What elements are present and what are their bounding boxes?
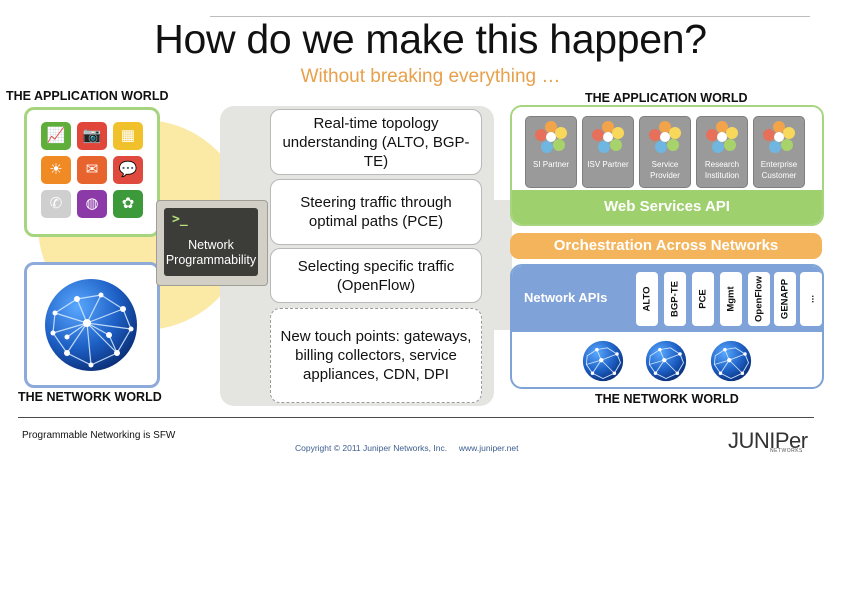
top-divider <box>210 16 810 17</box>
bottom-divider <box>18 417 814 418</box>
partner-si: SI Partner <box>525 116 577 188</box>
network-globe-box <box>24 262 160 388</box>
network-programmability-box: >_ Network Programmability <box>156 200 268 286</box>
card-touch-points: New touch points: gateways, billing coll… <box>270 308 482 403</box>
network-globe-icon <box>710 340 752 382</box>
terminal-prompt-icon: >_ <box>172 212 188 227</box>
left-app-world-label: THE APPLICATION WORLD <box>6 89 169 103</box>
app-icons-box: 📈 📷 ▦ ☀ ✉ 💬 ✆ ◍ ✿ <box>24 107 160 237</box>
phone-icon: ✆ <box>41 190 71 218</box>
right-network-world-label: THE NETWORK WORLD <box>595 392 739 406</box>
partner-label: SI Partner <box>532 160 569 169</box>
juniper-logo: JUNIPer <box>728 428 808 453</box>
partner-label: Service Provider <box>650 160 680 180</box>
card-topology: Real-time topology understanding (ALTO, … <box>270 109 482 175</box>
terminal-screen: >_ Network Programmability <box>164 208 258 276</box>
api-tab-mgmt: Mgmt <box>720 272 742 326</box>
partner-isv: ISV Partner <box>582 116 634 188</box>
right-app-world-label: THE APPLICATION WORLD <box>585 91 748 105</box>
network-apis-bar: Network APIs ALTO BGP-TE PCE Mgmt OpenFl… <box>512 266 822 332</box>
orchestration-bar: Orchestration Across Networks <box>510 233 822 259</box>
network-apis-label: Network APIs <box>524 290 608 305</box>
network-globe-icon <box>582 340 624 382</box>
chat-icon: 💬 <box>113 156 143 184</box>
left-network-world-label: THE NETWORK WORLD <box>18 390 162 404</box>
partner-label: Enterprise Customer <box>760 160 798 180</box>
network-globe-icon <box>45 279 137 371</box>
application-world-box: SI Partner ISV Partner Service Provider … <box>510 105 824 226</box>
partner-label: Research Institution <box>704 160 740 180</box>
api-tab-genapp: GENAPP <box>774 272 796 326</box>
grid-icon: ▦ <box>113 122 143 150</box>
web-services-api-bar: Web Services API <box>512 190 822 224</box>
footer-copyright: Copyright © 2011 Juniper Networks, Inc. … <box>295 443 519 453</box>
flower-icon <box>592 121 624 153</box>
slide-subtitle: Without breaking everything … <box>300 66 561 87</box>
globe-app-icon: ◍ <box>77 190 107 218</box>
camera-icon: 📷 <box>77 122 107 150</box>
card-steering: Steering traffic through optimal paths (… <box>270 179 482 245</box>
settings-icon: ✿ <box>113 190 143 218</box>
footer-tagline: Programmable Networking is SFW <box>22 430 176 441</box>
flower-icon <box>763 121 795 153</box>
sun-icon: ☀ <box>41 156 71 184</box>
mail-icon: ✉ <box>77 156 107 184</box>
api-tab-bgp-te: BGP-TE <box>664 272 686 326</box>
juniper-logo-sub: NETWORKS <box>770 448 803 454</box>
api-tab-alto: ALTO <box>636 272 658 326</box>
network-world-box: Network APIs ALTO BGP-TE PCE Mgmt OpenFl… <box>510 264 824 389</box>
flower-icon <box>535 121 567 153</box>
flower-icon <box>649 121 681 153</box>
flower-icon <box>706 121 738 153</box>
partner-research: Research Institution <box>696 116 748 188</box>
network-globe-icon <box>645 340 687 382</box>
connector-bar <box>490 200 512 330</box>
api-tab-pce: PCE <box>692 272 714 326</box>
network-programmability-label: Network Programmability <box>165 238 257 267</box>
partner-label: ISV Partner <box>587 160 629 169</box>
partner-enterprise: Enterprise Customer <box>753 116 805 188</box>
partner-service-provider: Service Provider <box>639 116 691 188</box>
chart-icon: 📈 <box>41 122 71 150</box>
card-selecting: Selecting specific traffic (OpenFlow) <box>270 248 482 303</box>
api-tab-openflow: OpenFlow <box>748 272 770 326</box>
api-tab-more: ... <box>800 272 822 326</box>
slide-title: How do we make this happen? <box>154 16 707 62</box>
